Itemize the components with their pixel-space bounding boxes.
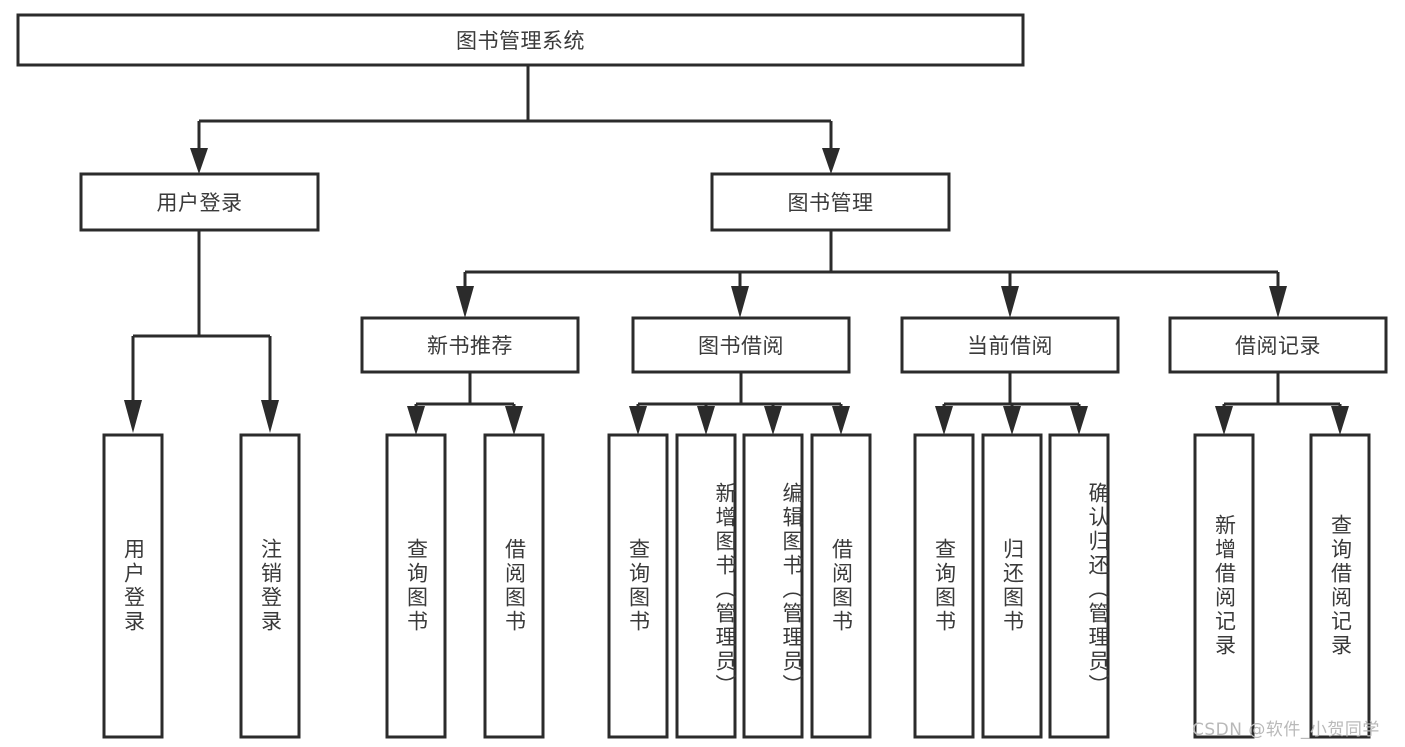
arrow-head-userlogin: [190, 148, 208, 174]
node-leaf-return-book-box[interactable]: [981, 433, 1043, 739]
node-leaf-logout-box[interactable]: [239, 433, 301, 739]
node-leaf-query-book-3-box[interactable]: [913, 433, 975, 739]
arrow-head-leaf-query-book-3: [935, 406, 953, 435]
node-leaf-query-book-1-box[interactable]: [385, 433, 447, 739]
arrow-head-leaf-add-book: [697, 406, 715, 435]
arrow-head-leaf-query-book-1: [407, 406, 425, 435]
arrow-head-leaf-return-book: [1003, 406, 1021, 435]
csdn-watermark: CSDN @软件_小贺同学: [1192, 720, 1380, 740]
arrow-head-bookmgmt: [822, 148, 840, 174]
node-book-mgmt-box[interactable]: [710, 172, 951, 232]
node-leaf-add-record-box[interactable]: [1193, 433, 1255, 739]
node-book-borrow-box[interactable]: [631, 316, 851, 374]
node-root-box[interactable]: [16, 13, 1025, 67]
arrow-head-leaf-borrow-book-2: [832, 406, 850, 435]
node-leaf-user-login-box[interactable]: [102, 433, 164, 739]
node-leaf-edit-book-box[interactable]: [742, 433, 804, 739]
arrow-head-leaf-confirm-return: [1070, 406, 1088, 435]
arrow-head-leaf-edit-book: [764, 406, 782, 435]
arrow-head-leaf-user-login: [124, 400, 142, 433]
node-leaf-query-book-2-box[interactable]: [607, 433, 669, 739]
node-leaf-add-book-box[interactable]: [675, 433, 737, 739]
arrow-head-borrowrecord: [1269, 286, 1287, 318]
arrow-head-bookborrow: [731, 286, 749, 318]
node-leaf-confirm-return-box[interactable]: [1048, 433, 1110, 739]
node-user-login-box[interactable]: [79, 172, 320, 232]
node-leaf-borrow-book-2-box[interactable]: [810, 433, 872, 739]
node-leaf-query-record-box[interactable]: [1309, 433, 1371, 739]
arrow-head-leaf-logout: [261, 400, 279, 433]
node-borrow-record-box[interactable]: [1168, 316, 1388, 374]
arrow-head-leaf-query-book-2: [629, 406, 647, 435]
node-new-book-box[interactable]: [360, 316, 580, 374]
node-current-borrow-box[interactable]: [900, 316, 1120, 374]
arrow-head-newbook: [456, 286, 474, 318]
arrow-head-currentborrow: [1001, 286, 1019, 318]
arrow-head-leaf-borrow-book-1: [505, 406, 523, 435]
node-leaf-borrow-book-1-box[interactable]: [483, 433, 545, 739]
arrow-head-leaf-add-record: [1215, 406, 1233, 435]
arrow-head-leaf-query-record: [1331, 406, 1349, 435]
